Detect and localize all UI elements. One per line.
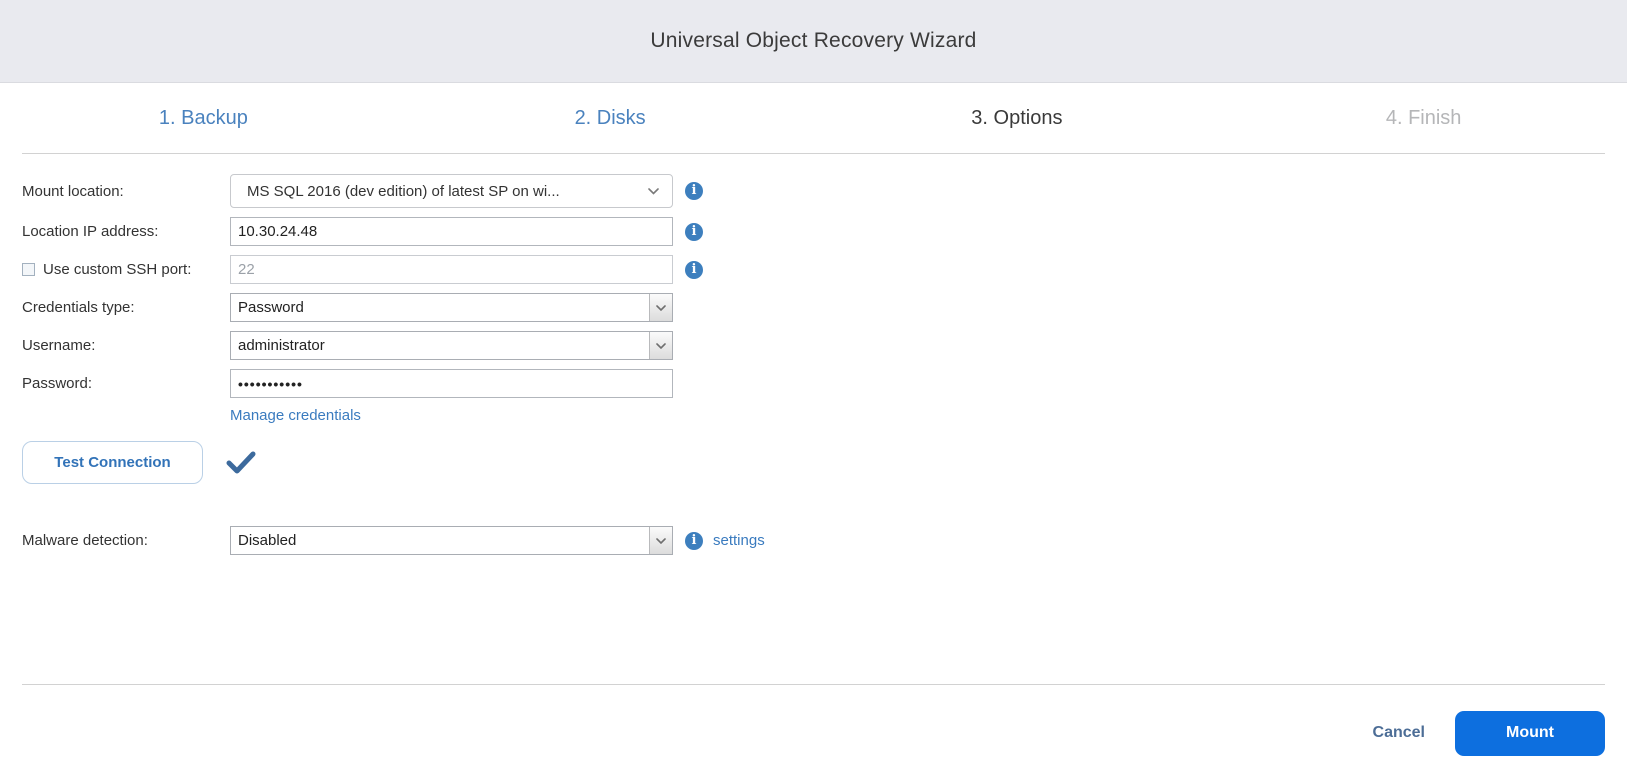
location-ip-row: Location IP address: i — [22, 217, 1627, 246]
ssh-port-input — [230, 255, 673, 284]
password-label: Password: — [22, 375, 93, 392]
malware-detection-label: Malware detection: — [22, 532, 148, 549]
steps-divider — [22, 153, 1605, 154]
chevron-down-icon[interactable] — [649, 527, 672, 554]
malware-settings-link[interactable]: settings — [713, 532, 765, 549]
checkmark-icon — [225, 450, 257, 476]
wizard-footer: Cancel Mount — [22, 684, 1605, 781]
step-backup[interactable]: 1. Backup — [158, 106, 248, 129]
credentials-type-select[interactable]: Password — [230, 293, 673, 322]
credentials-type-row: Credentials type: Password — [22, 293, 1627, 322]
wizard-title: Universal Object Recovery Wizard — [650, 29, 977, 52]
ssh-port-label-group: Use custom SSH port: — [22, 261, 230, 278]
credentials-type-label: Credentials type: — [22, 299, 135, 316]
info-icon[interactable]: i — [685, 531, 703, 550]
malware-detection-select[interactable]: Disabled — [230, 526, 673, 555]
location-ip-label: Location IP address: — [22, 223, 159, 240]
info-icon[interactable]: i — [685, 222, 703, 241]
chevron-down-icon[interactable] — [649, 332, 672, 359]
ssh-port-row: Use custom SSH port: i — [22, 255, 1627, 284]
manage-credentials-row: Manage credentials — [230, 407, 1627, 425]
step-finish: 4. Finish — [1385, 106, 1462, 129]
wizard-titlebar: Universal Object Recovery Wizard — [0, 0, 1627, 83]
username-select[interactable]: administrator — [230, 331, 673, 360]
chevron-down-icon[interactable] — [649, 294, 672, 321]
password-input[interactable] — [230, 369, 673, 398]
username-row: Username: administrator — [22, 331, 1627, 360]
info-icon[interactable]: i — [685, 182, 703, 200]
mount-button[interactable]: Mount — [1455, 710, 1605, 756]
ssh-port-label: Use custom SSH port: — [43, 261, 192, 278]
malware-detection-value: Disabled — [238, 532, 297, 549]
username-value: administrator — [238, 337, 325, 354]
step-disks[interactable]: 2. Disks — [574, 106, 646, 129]
malware-detection-row: Malware detection: Disabled i settings — [22, 526, 1627, 555]
credentials-type-value: Password — [238, 299, 304, 316]
location-ip-input[interactable] — [230, 217, 673, 246]
wizard-steps: 1. Backup 2. Disks 3. Options 4. Finish — [0, 83, 1627, 153]
step-options: 3. Options — [971, 106, 1063, 129]
manage-credentials-link[interactable]: Manage credentials — [230, 407, 361, 424]
info-icon[interactable]: i — [685, 260, 703, 279]
test-connection-row: Test Connection — [22, 441, 1627, 484]
password-row: Password: — [22, 369, 1627, 398]
ssh-port-checkbox[interactable] — [22, 263, 35, 276]
mount-location-dropdown[interactable]: MS SQL 2016 (dev edition) of latest SP o… — [230, 174, 673, 208]
cancel-button[interactable]: Cancel — [1372, 724, 1425, 741]
mount-location-row: Mount location: MS SQL 2016 (dev edition… — [22, 174, 1627, 208]
mount-location-label: Mount location: — [22, 182, 124, 200]
username-label: Username: — [22, 337, 96, 354]
chevron-down-icon — [640, 187, 659, 195]
mount-location-value: MS SQL 2016 (dev edition) of latest SP o… — [247, 182, 560, 200]
test-connection-button[interactable]: Test Connection — [22, 441, 203, 484]
options-form: Mount location: MS SQL 2016 (dev edition… — [0, 154, 1627, 555]
